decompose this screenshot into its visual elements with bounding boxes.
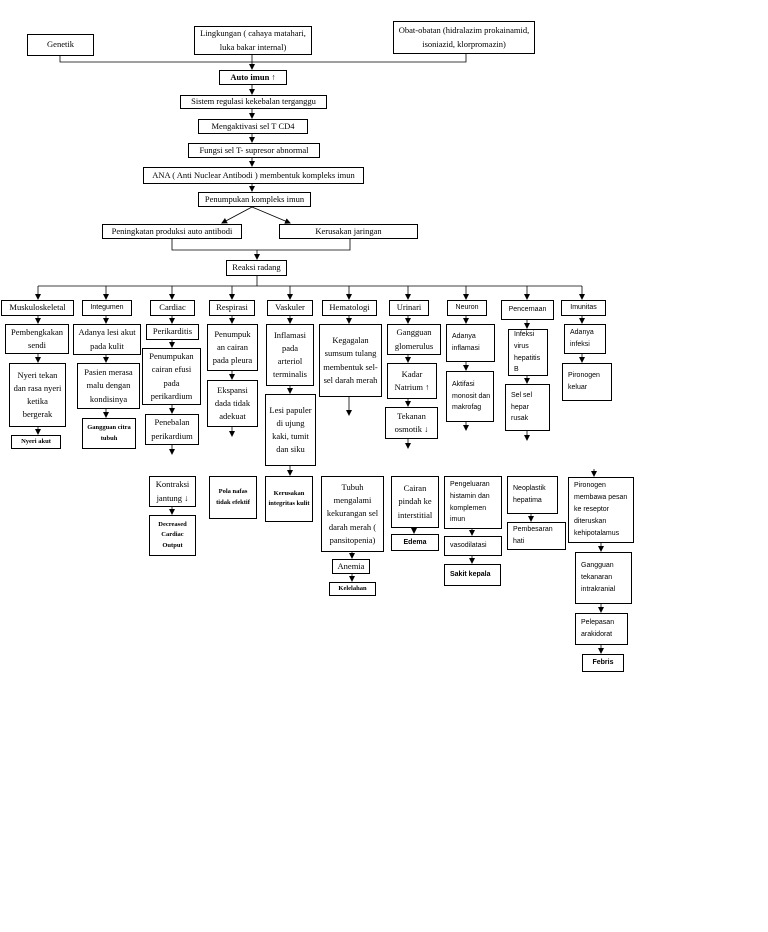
- node-kegagalan-sumsum: Kegagalan sumsum tulang membentuk sel-se…: [319, 324, 382, 397]
- node-nyeri-tekan: Nyeri tekan dan rasa nyeri ketika berger…: [9, 363, 66, 427]
- category-cardiac: Cardiac: [150, 300, 195, 316]
- node-vasodilatasi: vasodilatasi: [444, 536, 502, 556]
- node-fungsi-sel: Fungsi sel T- supresor abnormal: [188, 143, 320, 158]
- node-anemia: Anemia: [332, 559, 370, 574]
- category-respirasi: Respirasi: [209, 300, 255, 316]
- node-sakit-kepala: Sakit kepala: [444, 564, 501, 586]
- category-vaskuler: Vaskuler: [267, 300, 313, 316]
- category-urinari: Urinari: [389, 300, 429, 316]
- node-adanya-infeksi: Adanya infeksi: [564, 324, 606, 354]
- node-pironogen-keluar: Pironogen keluar: [562, 363, 612, 401]
- node-gangguan-tekanan: Gangguan tekanaran intrakranial: [575, 552, 632, 604]
- node-peningkatan-produksi: Peningkatan produksi auto antibodi: [102, 224, 242, 239]
- node-pasien-malu: Pasien merasa malu dengan kondisinya: [77, 363, 140, 409]
- category-muskuloskeletal: Muskuloskeletal: [1, 300, 74, 316]
- node-kerusakan-jaringan: Kerusakan jaringan: [279, 224, 418, 239]
- node-adanya-inflamasi: Adanya inflamasi: [446, 324, 495, 362]
- node-penumpukan-kompleks: Penumpukan kompleks imun: [198, 192, 311, 207]
- node-pengeluaran-histamin: Pengeluaran histamin dan komplemen imun: [444, 476, 502, 529]
- node-gangguan-glomerulus: Gangguan glomerulus: [387, 324, 441, 355]
- node-febris: Febris: [582, 654, 624, 672]
- node-sistem-regulasi: Sistem regulasi kekebalan terganggu: [180, 95, 327, 109]
- category-hematologi: Hematologi: [322, 300, 377, 316]
- node-penumpukan-cairan-pleura: Penumpuk an cairan pada pleura: [207, 324, 258, 371]
- node-sel-hepar-rusak: Sel sel hepar rusak: [505, 384, 550, 431]
- node-kontraksi-jantung: Kontraksi jantung ↓: [149, 476, 196, 507]
- node-pembesaran-hati: Pembesaran hati: [507, 522, 566, 550]
- node-edema: Edema: [391, 534, 439, 551]
- category-pencernaan: Pencernaan: [501, 300, 554, 320]
- node-nyeri-akut: Nyeri akut: [11, 435, 61, 449]
- node-kadar-natrium: Kadar Natrium ↑: [387, 363, 437, 399]
- node-inflamasi-arteriol: Inflamasi pada arteriol terminalis: [266, 324, 314, 386]
- node-pola-nafas: Pola nafas tidak efektif: [209, 476, 257, 519]
- node-penebalan-perikardium: Penebalan perikardium: [145, 414, 199, 445]
- node-ekspansi-dada: Ekspansi dada tidak adekuat: [207, 380, 258, 427]
- node-reaksi-radang: Reaksi radang: [226, 260, 287, 276]
- node-lingkungan: Lingkungan ( cahaya matahari, luka bakar…: [194, 26, 312, 55]
- node-mengaktivasi: Mengaktivasi sel T CD4: [198, 119, 308, 134]
- category-integumen: Integumen: [82, 300, 132, 316]
- node-decreased-cardiac-output: Decreased Cardiac Output: [149, 515, 196, 556]
- node-penumpukan-cairan-efusi: Penumpukan cairan efusi pada perikardium: [142, 348, 201, 405]
- node-cairan-pindah: Cairan pindah ke interstitial: [391, 476, 439, 528]
- node-kelelahan: Kelelahan: [329, 582, 376, 596]
- node-aktifasi-monosit: Aktifasi monosit dan makrofag: [446, 371, 494, 422]
- node-pironogen-membawa: Pironogen membawa pesan ke reseptor dite…: [568, 477, 634, 543]
- node-tubuh-kekurangan: Tubuh mengalami kekurangan sel darah mer…: [321, 476, 384, 552]
- node-genetik: Genetik: [27, 34, 94, 56]
- category-imunitas: Imunitas: [561, 300, 606, 316]
- node-lesi-papuler: Lesi papuler di ujung kaki, tumit dan si…: [265, 394, 316, 466]
- node-neoplastik-hepatima: Neoplastik hepatima: [507, 476, 558, 514]
- node-autoimun: Auto imun ↑: [219, 70, 287, 85]
- node-pelepasan-arakidorat: Pelepasan arakidorat: [575, 613, 628, 645]
- category-neuron: Neuron: [447, 300, 487, 316]
- node-perikarditis: Perikarditis: [146, 324, 199, 340]
- node-obat: Obat-obatan (hidralazim prokainamid, iso…: [393, 21, 535, 54]
- node-kerusakan-integritas-kulit: Kerusakan integritas kulit: [265, 476, 313, 522]
- node-pembengkakan-sendi: Pembengkakan sendi: [5, 324, 69, 354]
- node-infeksi-virus-hepatitis: Infeksi virus hepatitis B: [508, 329, 548, 376]
- node-adanya-lesi: Adanya lesi akut pada kulit: [73, 324, 141, 355]
- node-tekanan-osmotik: Tekanan osmotik ↓: [385, 407, 438, 439]
- node-gangguan-citra-tubuh: Gangguan citra tubuh: [82, 418, 136, 449]
- node-ana: ANA ( Anti Nuclear Antibodi ) membentuk …: [143, 167, 364, 184]
